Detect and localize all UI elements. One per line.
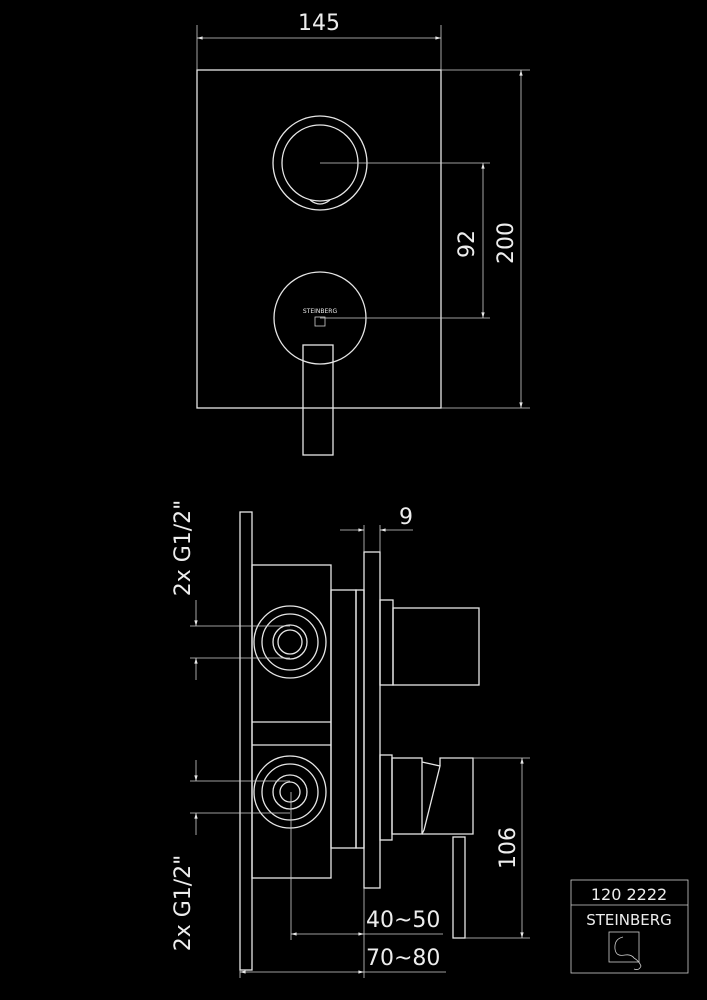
svg-text:40~50: 40~50 bbox=[366, 908, 440, 933]
side-view: 2x G1/2" 2x G1/2" 9 40~50 70~80 bbox=[171, 500, 530, 978]
dim-total-depth: 70~80 bbox=[239, 946, 446, 978]
svg-text:145: 145 bbox=[298, 11, 340, 36]
mounting-strip bbox=[239, 511, 253, 971]
diverter-knob bbox=[392, 607, 480, 686]
svg-text:92: 92 bbox=[455, 230, 480, 258]
svg-text:200: 200 bbox=[494, 222, 519, 264]
svg-text:106: 106 bbox=[496, 827, 521, 869]
dim-height: 200 bbox=[441, 69, 530, 409]
lever-stem bbox=[452, 836, 466, 939]
logo-icon bbox=[314, 316, 326, 327]
front-view: STEINBERG 145 200 92 bbox=[196, 11, 530, 456]
svg-text:2x G1/2": 2x G1/2" bbox=[171, 855, 196, 952]
dim-upper-connection: 2x G1/2" bbox=[171, 500, 290, 680]
svg-text:70~80: 70~80 bbox=[366, 946, 440, 971]
upper-connection-circle bbox=[253, 605, 327, 679]
side-cover-plate bbox=[363, 551, 381, 889]
dim-plate-thickness: 9 bbox=[340, 505, 413, 552]
lower-connection-circle bbox=[253, 755, 327, 829]
dim-width: 145 bbox=[196, 11, 442, 70]
lower-knob-with-lever: STEINBERG bbox=[273, 271, 367, 456]
svg-text:9: 9 bbox=[399, 505, 413, 530]
cover-plate bbox=[196, 69, 442, 409]
dim-lower-connection: 2x G1/2" bbox=[171, 760, 290, 951]
dim-spacing: 92 bbox=[320, 162, 490, 319]
steinberg-logo-icon bbox=[608, 931, 642, 970]
mixer-lever-body bbox=[421, 757, 474, 835]
dim-install-depth: 40~50 bbox=[290, 792, 443, 978]
brand-mark: STEINBERG bbox=[303, 308, 338, 315]
flange bbox=[330, 589, 357, 849]
article-number: 120 2222 bbox=[591, 885, 667, 904]
dim-lever: 106 bbox=[465, 757, 530, 939]
title-block: 120 2222 STEINBERG bbox=[570, 879, 689, 974]
brand-name: STEINBERG bbox=[586, 911, 672, 929]
svg-text:2x G1/2": 2x G1/2" bbox=[171, 500, 196, 597]
